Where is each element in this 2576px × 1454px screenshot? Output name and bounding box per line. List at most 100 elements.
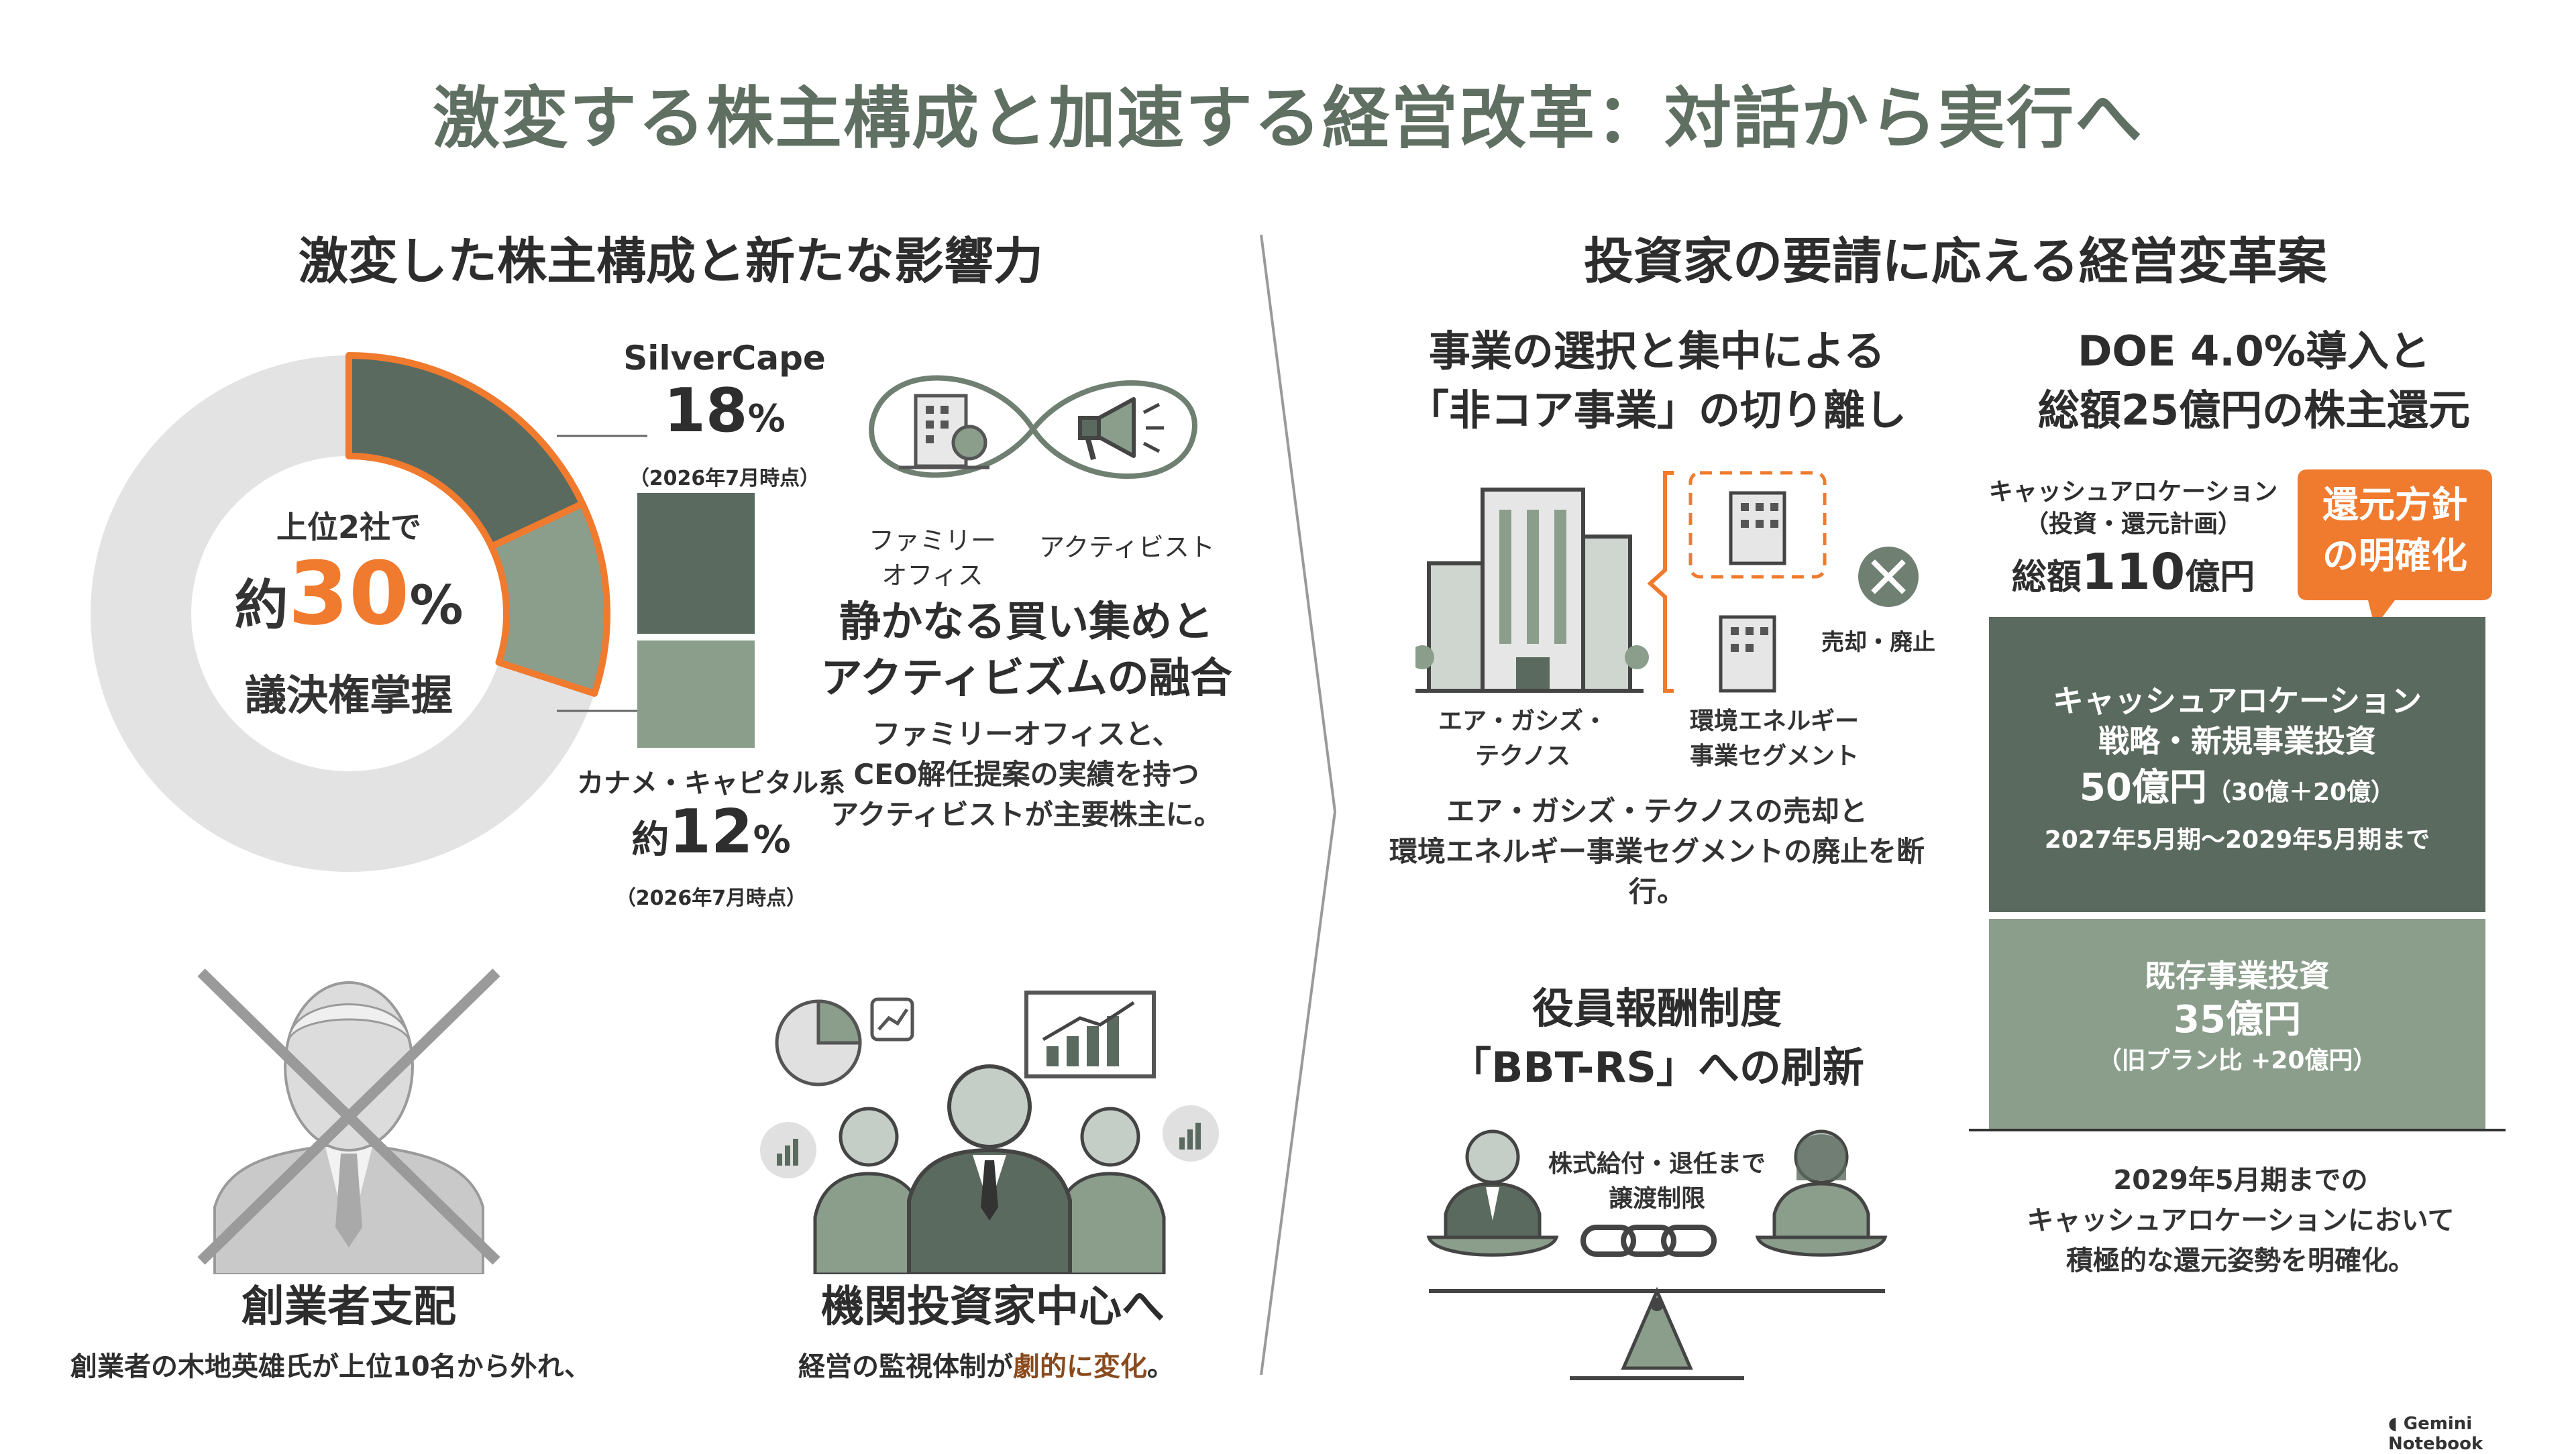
scale-pan-left xyxy=(1426,1235,1559,1257)
silvercape-date: （2026年7月時点） xyxy=(629,467,820,490)
kaname-name: カナメ・キャピタル系 xyxy=(577,768,845,799)
founder-crossed-icon xyxy=(197,968,500,1274)
trend-icon xyxy=(870,997,914,1042)
donut-center-label: 上位2社で 約30% 議決権掌握 xyxy=(168,503,530,722)
hq-building-icon xyxy=(1415,488,1649,693)
compensation-note: 株式給付・退任まで 譲渡制限 xyxy=(1523,1147,1791,1217)
activist-label: アクティビスト xyxy=(1039,533,1215,562)
founder-description: 創業者の木地英雄氏が上位10名から外れ、 xyxy=(70,1351,592,1382)
company-label-2: テクノス xyxy=(1475,742,1570,770)
company-label: エア・ガシズ・ テクノス xyxy=(1422,704,1623,774)
divestiture-diagram xyxy=(1415,471,1919,693)
kaname-value-row: 約12% xyxy=(564,800,859,881)
person-left xyxy=(813,1107,924,1274)
activism-heading-1: 静かなる買い集めと xyxy=(839,597,1214,646)
box-baseline xyxy=(1969,1129,2506,1131)
doe-footer-1: 2029年5月期までの xyxy=(2113,1165,2368,1196)
silvercape-name: SilverCape xyxy=(623,339,826,378)
silvercape-value: 18 xyxy=(663,376,748,446)
compensation-scale-icon xyxy=(1426,1129,1888,1380)
page-title: 激変する株主構成と加速する経営改革：対話から実行へ xyxy=(433,79,2143,158)
institution-desc-pre: 経営の監視体制が xyxy=(798,1351,1013,1382)
selection-heading: 事業の選択と集中による 「非コア事業」の切り離し xyxy=(1362,322,1952,440)
close-icon xyxy=(1858,547,1919,607)
callout-text-2: の明確化 xyxy=(2322,535,2467,577)
left-section-heading: 激変した株主構成と新たな影響力 xyxy=(299,233,1043,290)
donut-center-value: 30 xyxy=(288,543,410,645)
person-executive-female xyxy=(1772,1129,1870,1239)
cash-allocation-label-2: （投資・還元計画） xyxy=(2024,510,2242,538)
donut-center-value-row: 約30% xyxy=(168,543,530,671)
donut-center-bottom: 議決権掌握 xyxy=(244,671,453,720)
silvercape-unit: % xyxy=(747,397,786,441)
kaname-unit: % xyxy=(753,818,791,862)
compensation-heading-2: 「BBT-RS」への刷新 xyxy=(1450,1043,1864,1092)
total-label: 総額 xyxy=(2011,557,2082,598)
env-segment-label-2: 事業セグメント xyxy=(1689,742,1859,770)
person-executive-male xyxy=(1444,1129,1542,1239)
strategic-investment-box: キャッシュアロケーション 戦略・新規事業投資 50億円（30億＋20億） 202… xyxy=(1989,617,2485,912)
box2-value: 35億円 xyxy=(2174,998,2301,1042)
office-building-icon xyxy=(899,394,989,469)
family-office-label: ファミリー オフィス xyxy=(865,523,1000,593)
family-office-label-2: オフィス xyxy=(881,561,983,590)
total-value: 110 xyxy=(2081,543,2186,601)
donut-segment-kaname xyxy=(488,500,610,697)
activism-desc-3: アクティビストが主要株主に。 xyxy=(830,798,1222,831)
brand-footer: ◖ Gemini Notebook xyxy=(2388,1414,2569,1454)
institution-desc-emphasis: 劇的に変化 xyxy=(1013,1351,1147,1382)
callout-text-1: 還元方針 xyxy=(2322,484,2467,526)
donut-center-top: 上位2社で xyxy=(276,509,421,545)
family-office-label-1: ファミリー xyxy=(868,526,996,555)
divested-unit-frame xyxy=(1688,471,1827,579)
doe-footer-3: 積極的な還元姿勢を明確化。 xyxy=(2066,1245,2415,1276)
cash-allocation-total: 総額110億円 xyxy=(1986,543,2281,601)
donut-center-unit: % xyxy=(409,574,464,636)
activism-desc-1: ファミリーオフィスと、 xyxy=(872,718,1181,750)
small-bar-icon-left xyxy=(760,1122,816,1178)
chain-icon xyxy=(1580,1225,1717,1257)
institution-title: 機関投資家中心へ xyxy=(821,1282,1165,1332)
box1-value-row: 50億円（30億＋20億） xyxy=(1989,761,2485,824)
doe-footer-description: 2029年5月期までの キャッシュアロケーションにおいて 積極的な還元姿勢を明確… xyxy=(1966,1160,2516,1281)
box1-line2: 戦略・新規事業投資 xyxy=(2098,723,2376,759)
donut-segment-silvercape xyxy=(345,352,586,550)
activism-description: ファミリーオフィスと、 CEO解任提案の実績を持つ アクティビストが主要株主に。 xyxy=(792,714,1261,835)
activism-heading-2: アクティビズムの融合 xyxy=(820,653,1232,702)
donut-connector-lines xyxy=(557,435,647,712)
selection-heading-2: 「非コア事業」の切り離し xyxy=(1407,386,1907,435)
stack-bar-silvercape xyxy=(637,493,755,634)
compensation-heading: 役員報酬制度 「BBT-RS」への刷新 xyxy=(1395,979,1919,1097)
brand-logo-icon: ◖ xyxy=(2388,1414,2398,1434)
kaname-prefix: 約 xyxy=(631,818,669,862)
founder-title: 創業者支配 xyxy=(241,1282,456,1332)
selection-description: エア・ガシズ・テクノスの売却と 環境エネルギー事業セグメントの廃止を断行。 xyxy=(1362,791,1952,912)
activism-heading: 静かなる買い集めと アクティビズムの融合 xyxy=(792,594,1261,706)
selection-desc-2: 環境エネルギー事業セグメントの廃止を断行。 xyxy=(1389,835,1925,908)
compensation-heading-1: 役員報酬制度 xyxy=(1532,984,1782,1033)
env-segment-label-1: 環境エネルギー xyxy=(1689,708,1859,735)
cash-allocation-label-1: キャッシュアロケーション xyxy=(1988,478,2278,506)
stack-bar-kaname xyxy=(637,640,755,748)
doe-heading-2: 総額25億円の株主還元 xyxy=(2037,386,2471,435)
kaname-date: （2026年7月時点） xyxy=(615,887,807,910)
compensation-note-1: 株式給付・退任まで xyxy=(1548,1150,1766,1178)
divested-building-icon xyxy=(1729,491,1786,565)
institution-desc-post: 。 xyxy=(1147,1351,1174,1382)
bar-chart-board-icon xyxy=(1024,991,1156,1078)
activism-desc-2: CEO解任提案の実績を持つ xyxy=(853,758,1199,791)
doe-footer-2: キャッシュアロケーションにおいて xyxy=(2027,1205,2455,1236)
silvercape-label: SilverCape 18% （2026年7月時点） xyxy=(590,339,859,491)
box1-value: 50億円 xyxy=(2079,766,2207,809)
selection-heading-1: 事業の選択と集中による xyxy=(1428,327,1886,376)
megaphone-icon xyxy=(1078,397,1164,461)
box2-line1: 既存事業投資 xyxy=(2145,958,2330,994)
section-divider xyxy=(1260,234,1337,1376)
kaname-value: 12 xyxy=(669,797,753,867)
sell-label: 売却・廃止 xyxy=(1821,629,1935,656)
doe-heading-1: DOE 4.0%導入と xyxy=(2077,327,2431,376)
donut-center-prefix: 約 xyxy=(234,574,288,636)
small-bar-icon-right xyxy=(1163,1105,1219,1162)
institutional-investors-icon xyxy=(760,991,1219,1274)
box1-sub: （30億＋20億） xyxy=(2206,779,2396,806)
